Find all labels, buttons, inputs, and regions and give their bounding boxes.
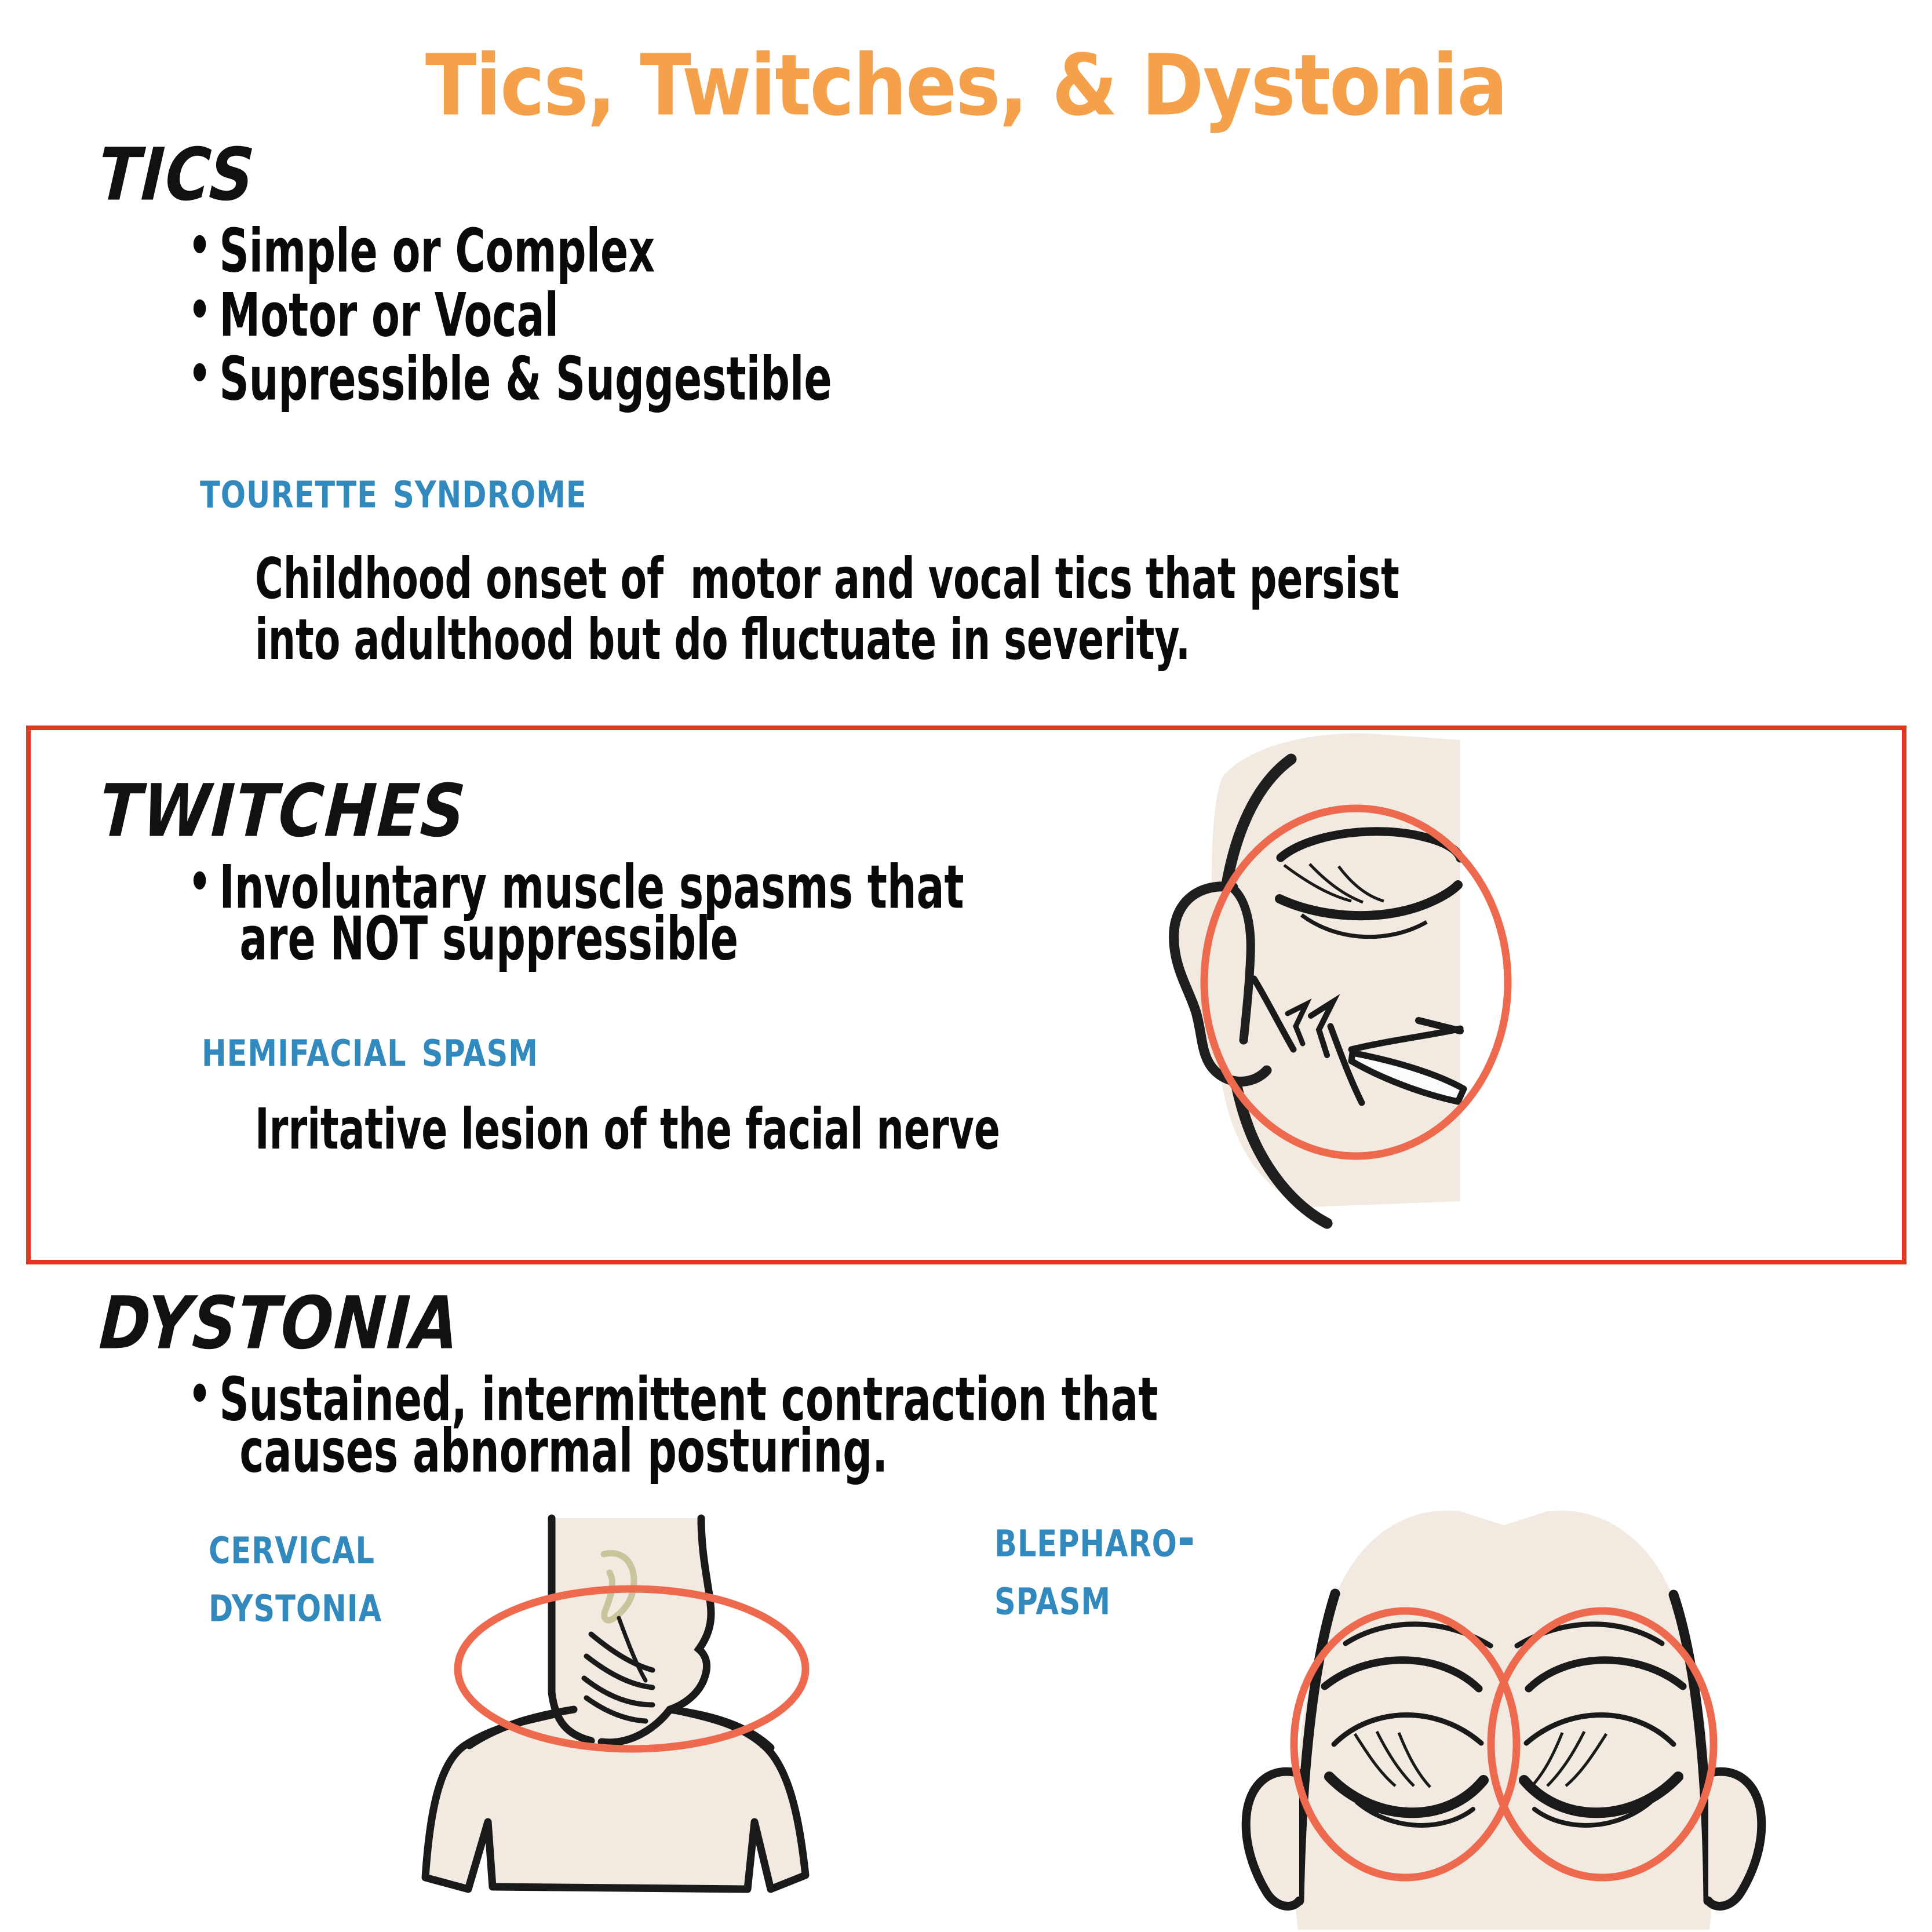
tics-bullet-list: Simple or Complex Motor or Vocal Supress… (188, 220, 1347, 418)
hemifacial-spasm-face (1136, 727, 1512, 1260)
highlight-circle (454, 1585, 810, 1753)
under-eye-fold-left (1355, 1800, 1475, 1828)
lid-wrinkle-r2 (1546, 1730, 1586, 1787)
section-heading-tics: TICS (96, 132, 258, 217)
lid-wrinkle-r1 (1565, 1733, 1608, 1787)
eye-crease-2 (1308, 863, 1364, 904)
label-cervical-dystonia-line-1: Cervical (209, 1515, 376, 1576)
highlight-circle-left (1290, 1607, 1521, 1882)
highlight-circle-right (1487, 1607, 1718, 1882)
subheading-hemifacial-spasm: Hemifacial spasm (202, 1018, 538, 1079)
neck-fold-1 (588, 1631, 655, 1673)
ear-icon (600, 1550, 637, 1624)
face-jaw-outline (597, 1514, 715, 1747)
twitches-highlight-box (26, 726, 1907, 1264)
shoulder-right (666, 1705, 775, 1752)
neck-back-outline (548, 1514, 595, 1745)
list-item-continuation: are NOT suppressible (239, 904, 739, 974)
upper-lip-line (1348, 1025, 1464, 1053)
eye-lower-fold (1300, 913, 1428, 939)
ear-inner-line (1230, 885, 1255, 1045)
label-blepharospasm-line-1: Blepharo- (994, 1508, 1196, 1569)
label-cervical-dystonia-line-2: dystonia (209, 1573, 382, 1634)
subheading-tourette-syndrome: Tourette syndrome (200, 459, 587, 520)
upper-lid-left (1321, 1656, 1483, 1693)
teeth-mouth (1348, 1049, 1467, 1105)
neck-fold-4 (584, 1695, 648, 1724)
twitches-bullet-list: Involuntary muscle spasms that are NOT s… (188, 856, 1173, 978)
tourette-description-line-1: Childhood onset of motor and vocal tics … (255, 546, 1399, 612)
list-item-continuation: causes abnormal posturing. (239, 1416, 888, 1486)
hemifacial-description: Irritative lesion of the facial nerve (255, 1097, 1000, 1162)
lid-wrinkle-l2 (1375, 1730, 1415, 1787)
upper-lid-right (1525, 1656, 1687, 1693)
lid-wrinkle-l1 (1353, 1733, 1397, 1787)
cheek-crease-b (1308, 994, 1340, 1058)
neck-fold-3 (581, 1675, 655, 1708)
ear-left (1241, 1767, 1304, 1911)
shoulder-left (465, 1705, 578, 1749)
lid-wrinkle-l3 (1397, 1732, 1431, 1788)
list-item: Simple or Complex (188, 220, 1255, 282)
page-title: Tics, Twitches, & Dystonia (425, 36, 1508, 135)
list-item: Involuntary muscle spasms that (188, 856, 1095, 918)
face-skin-fill (1211, 733, 1460, 1207)
list-item: Supressible & Suggestible (188, 348, 1255, 410)
section-heading-dystonia: DYSTONIA (97, 1281, 462, 1366)
head-outline-left (1294, 1588, 1340, 1906)
eye-closure-left (1324, 1771, 1489, 1818)
cervical-dystonia-neck (400, 1514, 840, 1924)
head-outline-right (1668, 1590, 1714, 1906)
cheek-fold (1251, 975, 1297, 1053)
section-heading-twitches: TWITCHES (97, 768, 469, 854)
eye-closure-line (1275, 880, 1463, 921)
list-item: Sustained, intermittent contraction that (188, 1368, 1308, 1431)
eye-closure-right (1519, 1771, 1683, 1818)
eye-crease-1 (1283, 863, 1352, 903)
eye-crease-left (1331, 1712, 1484, 1747)
under-eye-fold-right (1532, 1800, 1653, 1828)
dystonia-bullet-list: Sustained, intermittent contraction that… (188, 1368, 1405, 1490)
lid-wrinkle-r3 (1530, 1732, 1564, 1788)
eye-crease-3 (1337, 865, 1384, 903)
ear-right (1704, 1767, 1766, 1911)
highlight-circle (1200, 804, 1512, 1160)
cheek-crease-c (1327, 1023, 1365, 1106)
tourette-description-line-2: into adulthood but do fluctuate in sever… (255, 607, 1191, 673)
cheek-crease-a (1285, 998, 1312, 1047)
label-blepharospasm-line-2: spasm (994, 1566, 1111, 1627)
list-item: Motor or Vocal (188, 283, 1255, 347)
eye-crease-right (1523, 1712, 1676, 1747)
blepharospasm-eyes (1211, 1501, 1796, 1930)
sternocleidomastoid-line (617, 1616, 648, 1683)
neck-fold-2 (584, 1653, 655, 1690)
